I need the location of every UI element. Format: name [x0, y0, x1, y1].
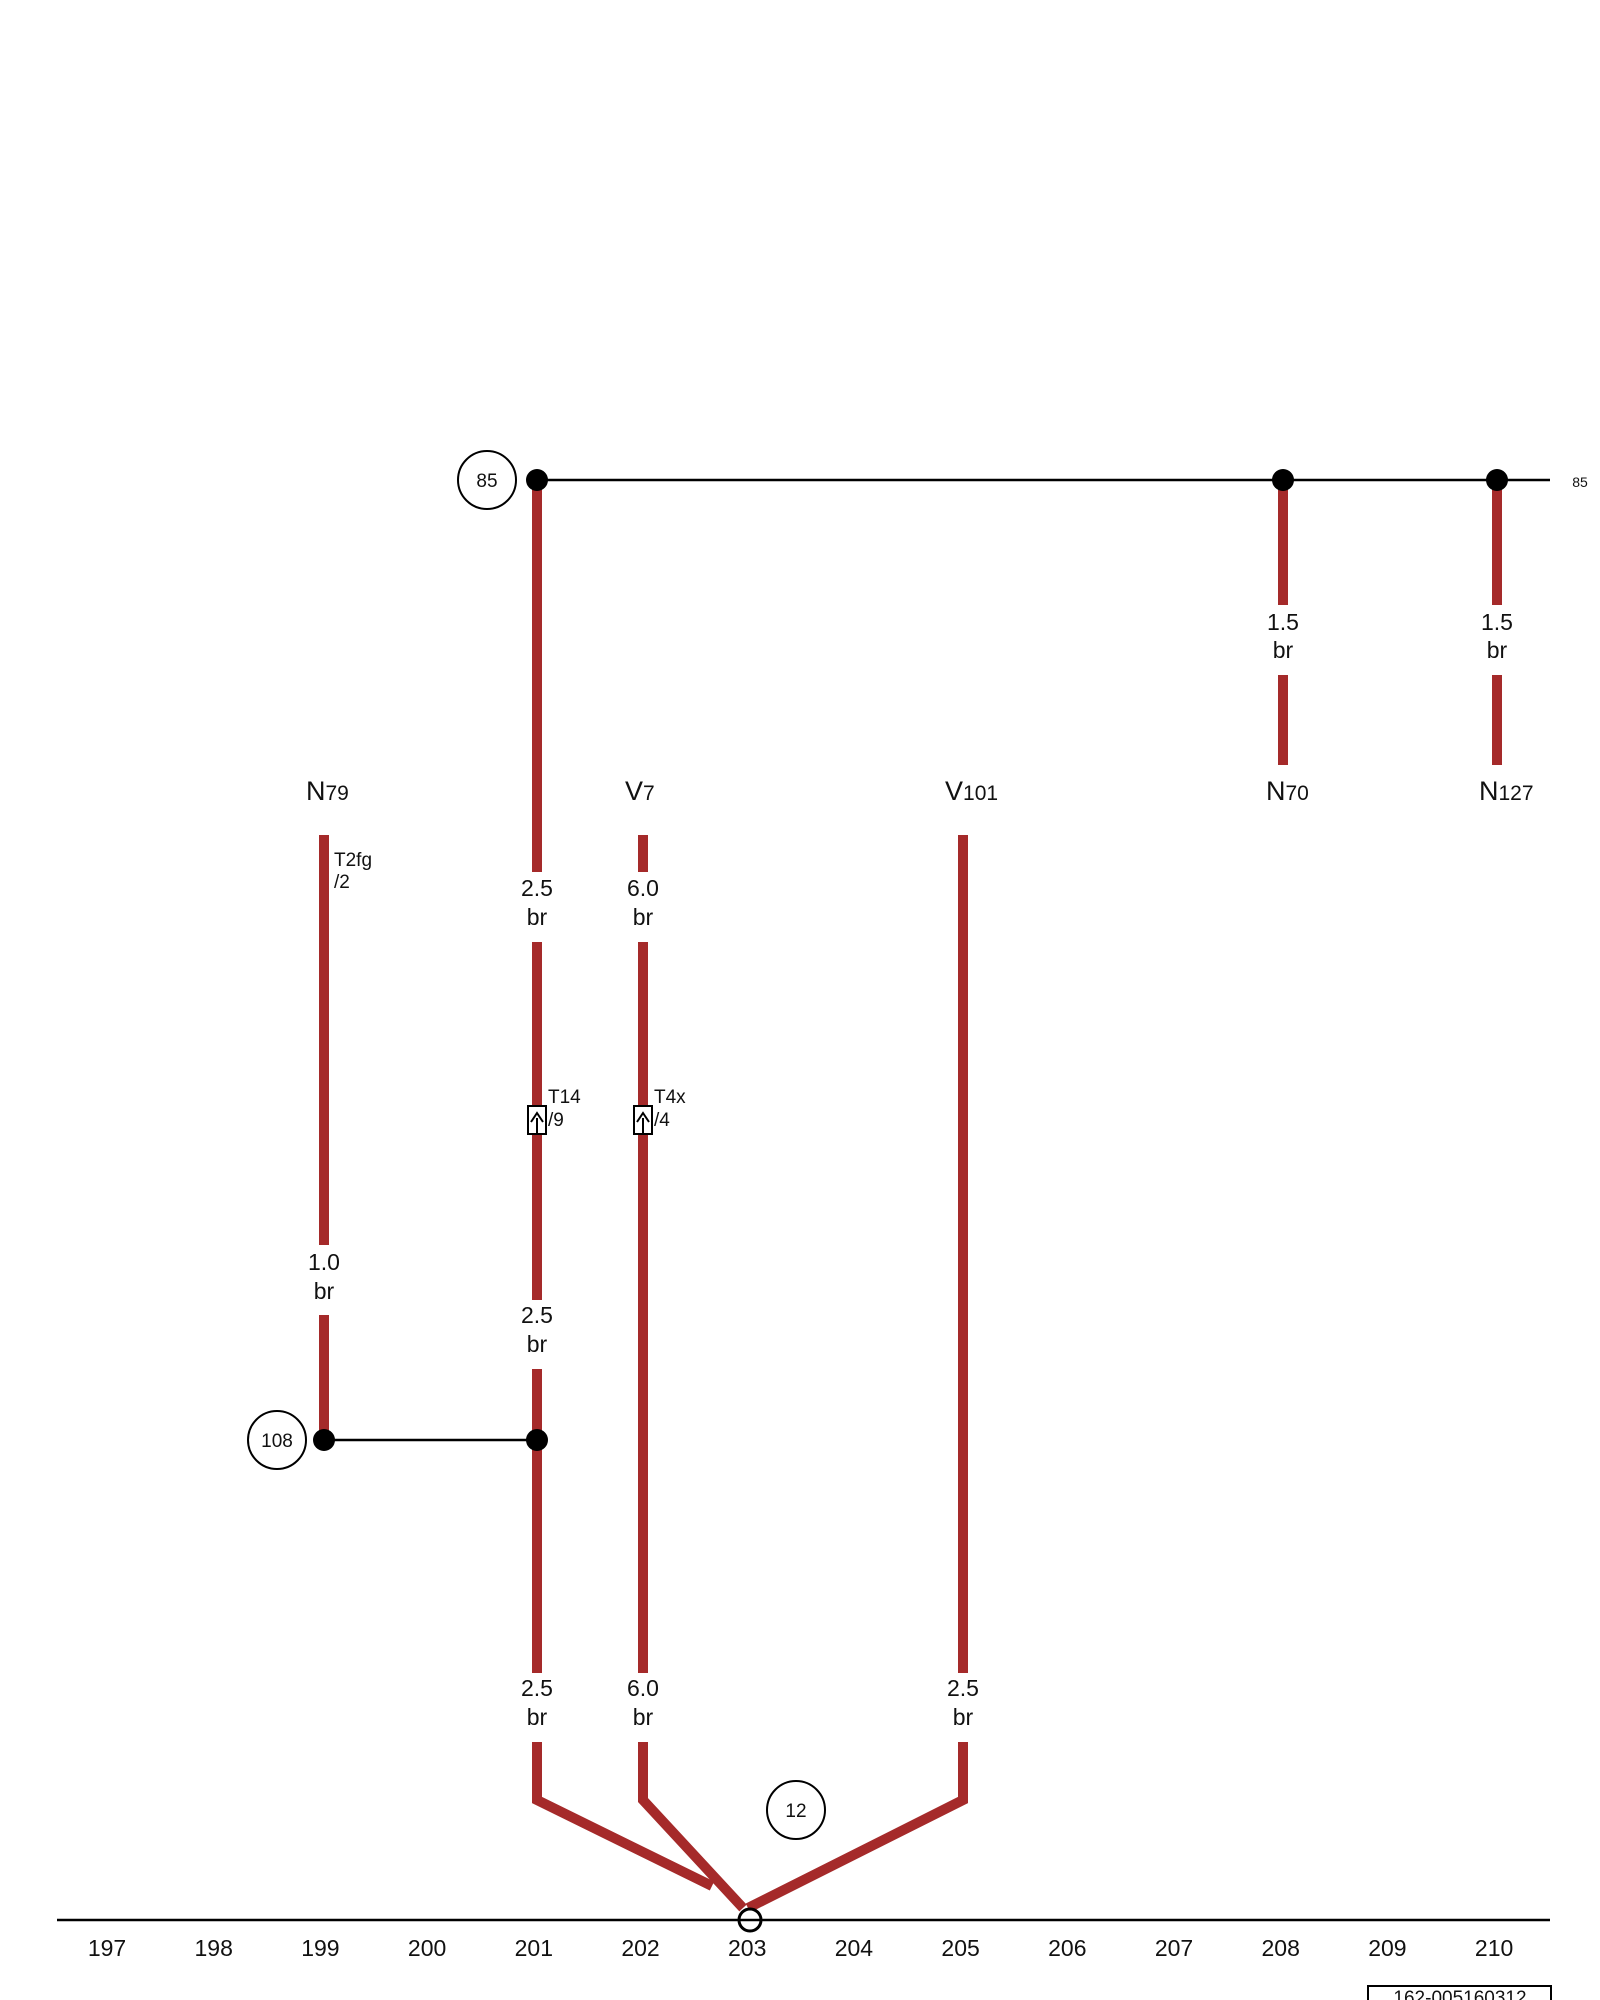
wire-main-lower-color: br [527, 1704, 548, 1730]
junction-dot-108-right [526, 1429, 548, 1451]
wire-n70-size: 1.5 [1267, 609, 1299, 635]
bus-continuation-label: 85 [1572, 474, 1588, 490]
connector-t14-pin: /9 [548, 1110, 564, 1131]
drawing-id: 162-005160312 [1393, 1988, 1526, 2000]
wire-main-upper-size: 2.5 [521, 875, 553, 901]
component-n79-label: N79 [306, 776, 349, 806]
ruler-number: 201 [515, 1935, 553, 1961]
ruler-number: 202 [621, 1935, 659, 1961]
wire-main-to-ground [532, 1742, 715, 1891]
ref-circle-12 [766, 1780, 826, 1840]
ref-circle-85 [457, 450, 517, 510]
connector-t2fg-name: T2fg [334, 850, 372, 871]
ref-circle-12-label: 12 [785, 1801, 806, 1822]
ruler-number: 207 [1155, 1935, 1193, 1961]
component-n127-label: N127 [1479, 776, 1534, 806]
ref-circle-108 [247, 1410, 307, 1470]
wire-n79-color: br [314, 1278, 335, 1304]
wire-v7-upper-color: br [633, 904, 654, 930]
connector-t14-icon [527, 1105, 547, 1135]
wire-main-middle-size: 2.5 [521, 1302, 553, 1328]
junction-dot-top-n127 [1486, 469, 1508, 491]
wire-v101-lower-color: br [953, 1704, 974, 1730]
ruler-number: 208 [1262, 1935, 1300, 1961]
wire-v7-to-ground [638, 1742, 747, 1912]
ruler-number: 205 [941, 1935, 979, 1961]
ruler-number: 204 [835, 1935, 874, 1961]
wire-n70-color: br [1273, 637, 1294, 663]
wire-main-middle-color: br [527, 1331, 548, 1357]
wire-n127-color: br [1487, 637, 1508, 663]
wire-n127-size: 1.5 [1481, 609, 1513, 635]
wire-main-upper-color: br [527, 904, 548, 930]
ref-circle-85-label: 85 [476, 471, 497, 492]
ruler-number: 210 [1475, 1935, 1513, 1961]
connector-t4x-icon [633, 1105, 653, 1135]
wire-v101-lower-size: 2.5 [947, 1675, 979, 1701]
wire-v7-lower-size: 6.0 [627, 1675, 659, 1701]
ruler-number: 200 [408, 1935, 446, 1961]
ruler-number: 197 [88, 1935, 126, 1961]
connector-t4x-name: T4x [654, 1087, 686, 1108]
ruler-number: 203 [728, 1935, 766, 1961]
ruler-number: 198 [195, 1935, 233, 1961]
junction-dot-108-left [313, 1429, 335, 1451]
component-v101-label: V101 [945, 776, 998, 806]
wire-v7-lower-color: br [633, 1704, 654, 1730]
connector-t2fg-pin: /2 [334, 872, 350, 893]
wire-v101-to-ground [745, 1742, 968, 1913]
connector-t4x-pin: /4 [654, 1110, 670, 1131]
wire-v7-upper-size: 6.0 [627, 875, 659, 901]
junction-dot-top-main [526, 469, 548, 491]
wire-main-lower-size: 2.5 [521, 1675, 553, 1701]
component-v7-label: V7 [625, 776, 655, 806]
page-ruler: 197 198 199 200 201 202 203 204 205 206 207 208 209 2… [88, 1935, 1513, 1961]
ruler-number: 206 [1048, 1935, 1086, 1961]
drawing-id-box [1367, 1985, 1552, 2000]
ruler-number: 209 [1368, 1935, 1406, 1961]
ref-circle-108-label: 108 [261, 1431, 293, 1452]
connector-t14-name: T14 [548, 1087, 581, 1108]
junction-dot-top-n70 [1272, 469, 1294, 491]
ruler-number: 199 [301, 1935, 339, 1961]
wire-n79-size: 1.0 [308, 1249, 340, 1275]
component-n70-label: N70 [1266, 776, 1309, 806]
